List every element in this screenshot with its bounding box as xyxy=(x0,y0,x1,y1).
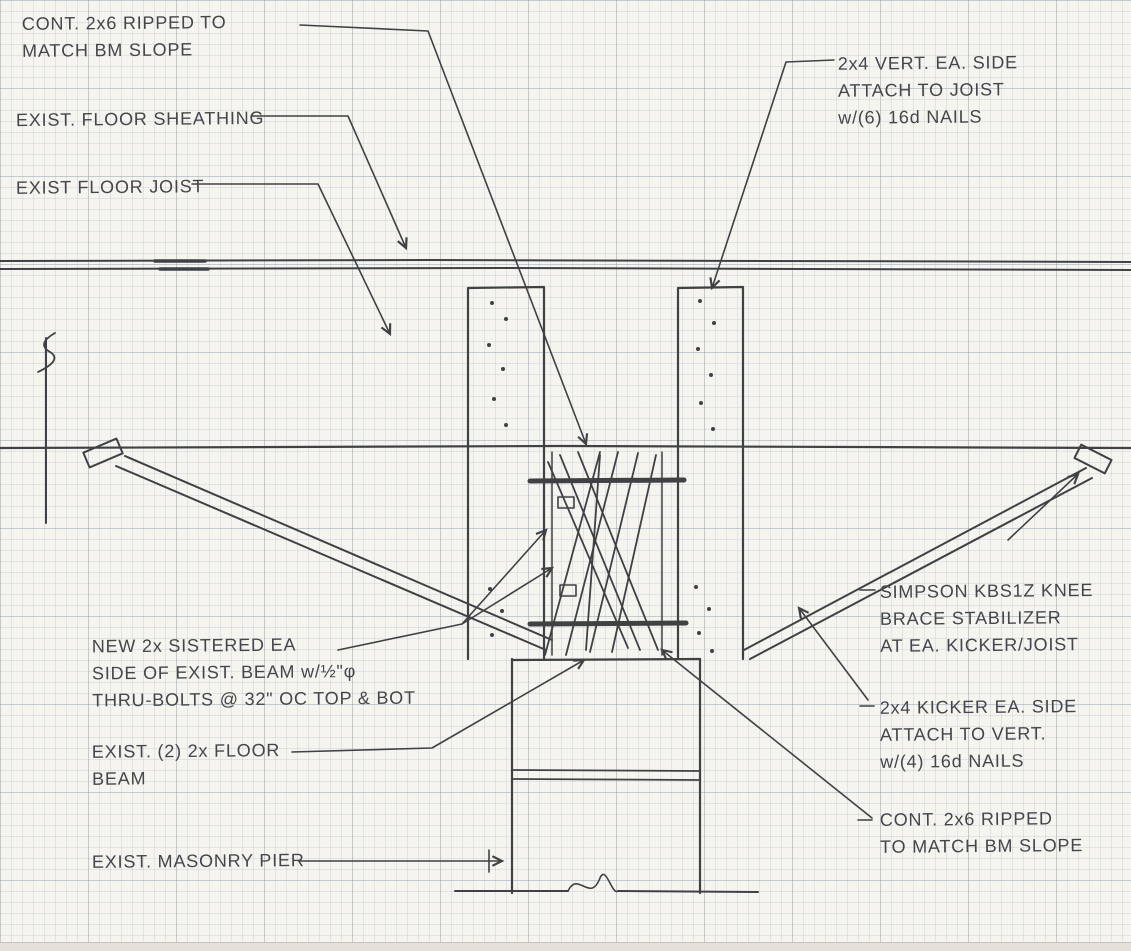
right-vertical-post xyxy=(676,285,745,661)
left-kicker xyxy=(115,455,553,651)
label-cont-2x6-bottom: CONT. 2x6 RIPPED TO MATCH BM SLOPE xyxy=(879,808,1084,857)
right-post-nail-dots xyxy=(694,299,716,653)
bolt-mark-top xyxy=(557,496,575,509)
knee-brace-bracket-left xyxy=(82,437,124,469)
leader-sistered-2 xyxy=(461,566,555,625)
leader-cont-2x6-bottom xyxy=(660,648,873,819)
label-exist-pier: EXIST. MASONRY PIER xyxy=(91,850,305,872)
beam-diagonal-hatch xyxy=(544,451,659,656)
leader-lines xyxy=(191,24,1080,873)
leader-2x4-vert xyxy=(709,59,835,291)
label-exist-joist: EXIST FLOOR JOIST xyxy=(15,176,205,198)
right-kicker xyxy=(743,467,1093,660)
label-new-2x-sistered: NEW 2x SISTERED EA SIDE OF EXIST. BEAM w… xyxy=(91,634,416,711)
bolt-mark-bottom xyxy=(559,584,577,597)
knee-brace-bracket-right xyxy=(1073,443,1113,475)
leader-joist xyxy=(191,183,392,337)
leader-simpson xyxy=(1007,472,1080,541)
left-break-symbol xyxy=(37,332,56,524)
leader-cont-2x6-top xyxy=(299,24,589,447)
leader-kicker xyxy=(797,606,869,701)
left-vertical-post xyxy=(466,285,546,661)
label-2x4-vert: 2x4 VERT. EA. SIDE ATTACH TO JOIST w/(6)… xyxy=(837,52,1018,128)
floor-joist-line xyxy=(0,444,1131,450)
floor-sheathing-lines xyxy=(0,259,1131,271)
label-simpson-stabilizer: SIMPSON KBS1Z KNEE BRACE STABILIZER AT E… xyxy=(879,580,1094,656)
leader-exist-beam xyxy=(291,658,587,753)
label-cont-2x6-top: CONT. 2x6 RIPPED TO MATCH BM SLOPE xyxy=(21,12,227,61)
masonry-pier xyxy=(510,657,702,895)
leader-sheathing xyxy=(251,115,408,251)
paper-edge-bottom xyxy=(0,942,1131,951)
label-2x4-kicker: 2x4 KICKER EA. SIDE ATTACH TO VERT. w/(4… xyxy=(879,696,1078,772)
left-post-nail-dots xyxy=(487,301,508,637)
ground-line-with-break xyxy=(454,873,759,893)
beam-assembly xyxy=(527,451,689,656)
label-exist-beam: EXIST. (2) 2x FLOOR BEAM xyxy=(91,740,281,789)
label-exist-sheathing: EXIST. FLOOR SHEATHING xyxy=(15,107,265,131)
